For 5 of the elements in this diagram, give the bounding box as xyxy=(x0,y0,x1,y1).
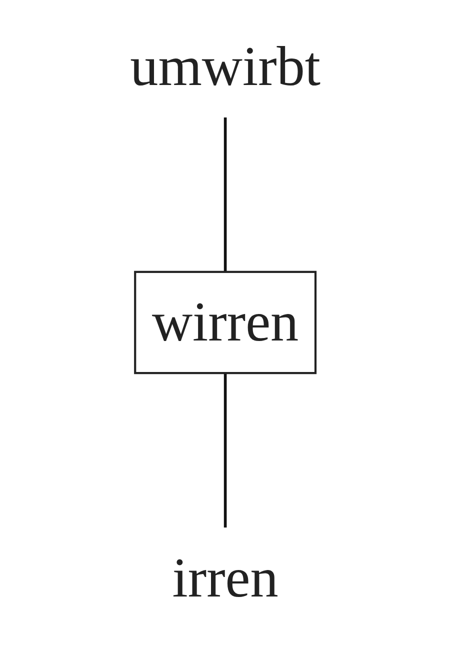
connector xyxy=(224,117,226,272)
node-label: umwirbt xyxy=(130,34,320,98)
node-label: irren xyxy=(172,546,278,610)
word-node: wirren xyxy=(134,270,316,374)
connector xyxy=(224,373,226,528)
